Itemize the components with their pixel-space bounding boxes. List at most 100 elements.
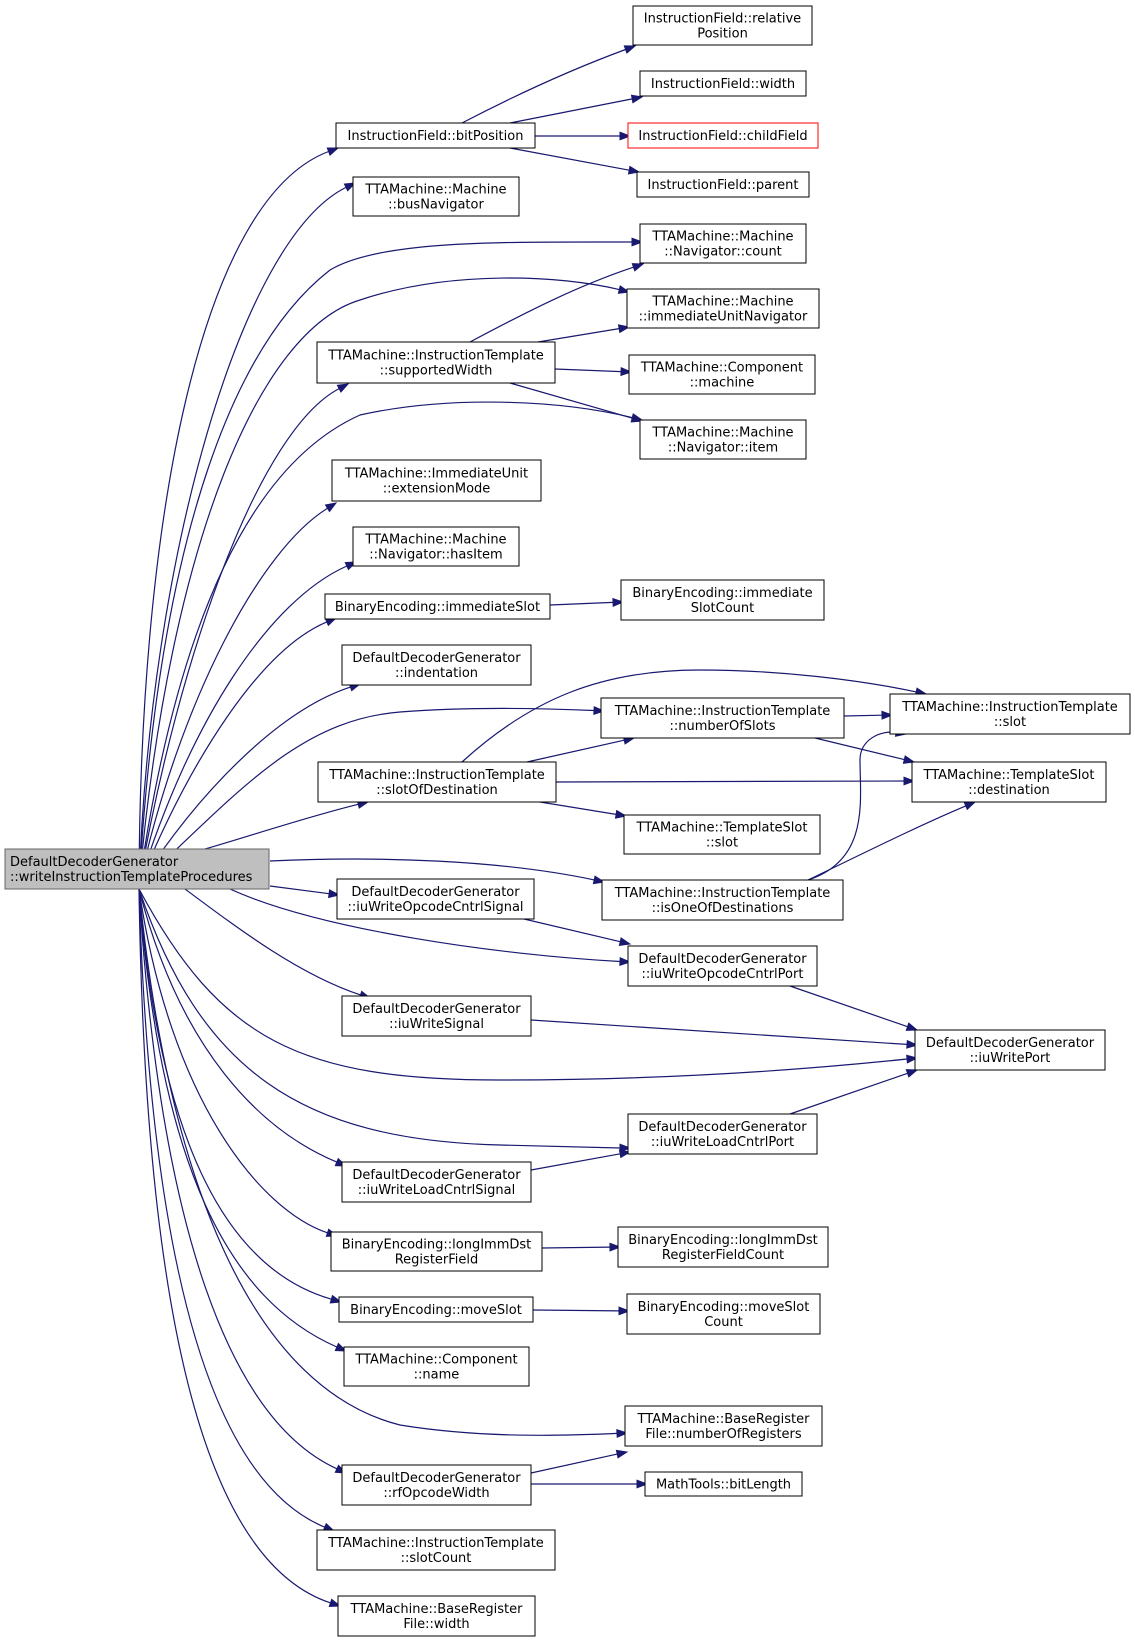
node-label: TTAMachine::Machine: [651, 295, 793, 310]
node-label: TTAMachine::TemplateSlot: [636, 821, 808, 836]
node-slotOfDest[interactable]: TTAMachine::InstructionTemplate::slotOfD…: [317, 761, 557, 803]
node-tsSlot[interactable]: TTAMachine::TemplateSlot::slot: [623, 814, 821, 855]
node-slotCount[interactable]: TTAMachine::InstructionTemplate::slotCou…: [316, 1529, 556, 1571]
edge-root-to-iuNav: [138, 277, 631, 886]
node-label: BinaryEncoding::immediate: [632, 586, 812, 601]
node-label: DefaultDecoderGenerator: [352, 1471, 521, 1486]
node-label: ::Navigator::count: [664, 245, 782, 260]
node-label: TTAMachine::Machine: [651, 426, 793, 441]
node-label: ::immediateUnitNavigator: [639, 310, 808, 325]
node-ifParent[interactable]: InstructionField::parent: [636, 171, 810, 198]
node-label: DefaultDecoderGenerator: [352, 1168, 521, 1183]
node-immSlot[interactable]: BinaryEncoding::immediateSlot: [324, 593, 551, 620]
node-label: ::Navigator::hasItem: [369, 548, 502, 563]
edge-root-to-rfOpW: [138, 888, 348, 1474]
edge-root-to-compName: [138, 888, 348, 1352]
node-iuWS[interactable]: DefaultDecoderGenerator::iuWriteSignal: [341, 995, 532, 1037]
node-childField[interactable]: InstructionField::childField: [627, 122, 819, 149]
edge-suppWidth-to-compMachine: [554, 367, 633, 377]
edge-iuWLCS-to-iuWLCP: [530, 1149, 632, 1171]
node-label: ::destination: [968, 783, 1050, 798]
node-longImmCount[interactable]: BinaryEncoding::longImmDstRegisterFieldC…: [617, 1226, 829, 1268]
node-suppWidth[interactable]: TTAMachine::InstructionTemplate::support…: [316, 341, 556, 384]
node-navCount[interactable]: TTAMachine::Machine::Navigator::count: [639, 223, 807, 264]
node-numRegs[interactable]: TTAMachine::BaseRegisterFile::numberOfRe…: [624, 1405, 823, 1447]
node-label: TTAMachine::BaseRegister: [637, 1412, 811, 1427]
edge-root-to-extMode: [138, 502, 338, 886]
node-label: TTAMachine::Machine: [364, 533, 506, 548]
edge-isOneOf-to-itSlot: [807, 727, 908, 881]
node-label: RegisterField: [395, 1253, 479, 1268]
node-iuWLCP[interactable]: DefaultDecoderGenerator::iuWriteLoadCntr…: [627, 1113, 818, 1155]
node-label: SlotCount: [691, 601, 755, 616]
node-label: TTAMachine::Machine: [364, 183, 506, 198]
node-compName[interactable]: TTAMachine::Component::name: [343, 1346, 530, 1387]
node-label: ::iuWriteLoadCntrlPort: [651, 1135, 794, 1150]
node-iuWP[interactable]: DefaultDecoderGenerator::iuWritePort: [914, 1029, 1106, 1071]
node-label: ::slot: [706, 836, 738, 851]
node-itSlot[interactable]: TTAMachine::InstructionTemplate::slot: [889, 693, 1131, 735]
node-rfOpW[interactable]: DefaultDecoderGenerator::rfOpcodeWidth: [341, 1464, 532, 1506]
node-isOneOf[interactable]: TTAMachine::InstructionTemplate::isOneOf…: [601, 879, 844, 921]
node-label: BinaryEncoding::longImmDst: [628, 1233, 818, 1248]
node-ifWidth[interactable]: InstructionField::width: [639, 70, 807, 97]
node-label: DefaultDecoderGenerator: [351, 885, 520, 900]
node-label: ::rfOpcodeWidth: [383, 1486, 489, 1501]
edge-root-to-moveSlot: [138, 888, 343, 1304]
node-label: ::name: [414, 1368, 460, 1383]
node-label: TTAMachine::Machine: [651, 230, 793, 245]
node-label: BinaryEncoding::moveSlot: [350, 1303, 522, 1318]
edge-bitPosition-to-childField: [535, 131, 632, 141]
node-hasItem[interactable]: TTAMachine::Machine::Navigator::hasItem: [352, 526, 520, 567]
node-compMachine[interactable]: TTAMachine::Component::machine: [628, 354, 816, 395]
node-label: InstructionField::width: [651, 77, 795, 92]
edge-rfOpW-to-bitLen: [531, 1479, 649, 1489]
node-navItem[interactable]: TTAMachine::Machine::Navigator::item: [639, 419, 807, 460]
edge-numSlots-to-tsDest: [814, 737, 916, 764]
node-label: BinaryEncoding::moveSlot: [638, 1300, 810, 1315]
edge-root-to-slotOfDest: [204, 800, 370, 850]
edge-immSlot-to-immSlotCount: [549, 597, 625, 607]
node-moveSlot[interactable]: BinaryEncoding::moveSlot: [338, 1296, 534, 1323]
node-label: DefaultDecoderGenerator: [638, 1120, 807, 1135]
node-bitLen[interactable]: MathTools::bitLength: [644, 1471, 803, 1497]
edge-slotOfDest-to-tsSlot: [539, 801, 628, 819]
node-bitPosition[interactable]: InstructionField::bitPosition: [335, 122, 536, 149]
node-indent[interactable]: DefaultDecoderGenerator::indentation: [341, 644, 532, 686]
node-iuWOCS[interactable]: DefaultDecoderGenerator::iuWriteOpcodeCn…: [336, 878, 535, 920]
node-busNav[interactable]: TTAMachine::Machine::busNavigator: [352, 176, 520, 217]
node-iuWOCP[interactable]: DefaultDecoderGenerator::iuWriteOpcodeCn…: [627, 945, 818, 987]
node-label: InstructionField::bitPosition: [348, 129, 524, 144]
node-extMode[interactable]: TTAMachine::ImmediateUnit::extensionMode: [331, 459, 542, 502]
edge-bitPosition-to-relPos: [461, 45, 637, 124]
node-label: InstructionField::parent: [648, 178, 799, 193]
node-label: ::writeInstructionTemplateProcedures: [10, 870, 253, 885]
node-label: ::iuWriteLoadCntrlSignal: [358, 1183, 515, 1198]
edge-iuWLCP-to-iuWP: [789, 1069, 919, 1115]
node-numSlots[interactable]: TTAMachine::InstructionTemplate::numberO…: [600, 697, 845, 739]
edge-root-to-navCount: [138, 237, 644, 886]
node-label: TTAMachine::Component: [354, 1353, 517, 1368]
node-iuWLCS[interactable]: DefaultDecoderGenerator::iuWriteLoadCntr…: [341, 1161, 532, 1203]
node-label: BinaryEncoding::immediateSlot: [335, 600, 540, 615]
node-tsDest[interactable]: TTAMachine::TemplateSlot::destination: [911, 761, 1107, 803]
edge-root-to-numRegs: [138, 888, 629, 1438]
edge-slotOfDest-to-numSlots: [526, 735, 636, 763]
node-label: TTAMachine::ImmediateUnit: [344, 467, 528, 482]
node-iuNav[interactable]: TTAMachine::Machine::immediateUnitNaviga…: [626, 288, 820, 329]
node-root[interactable]: DefaultDecoderGenerator::writeInstructio…: [4, 848, 270, 890]
node-label: DefaultDecoderGenerator: [352, 651, 521, 666]
node-label: ::slot: [994, 715, 1026, 730]
node-label: TTAMachine::TemplateSlot: [923, 768, 1095, 783]
edge-root-to-isOneOf: [269, 858, 606, 885]
edge-slotOfDest-to-tsDest: [555, 776, 916, 786]
edge-moveSlot-to-moveSlotCount: [532, 1306, 631, 1316]
node-label: ::busNavigator: [388, 198, 484, 213]
node-label: ::extensionMode: [383, 482, 491, 497]
